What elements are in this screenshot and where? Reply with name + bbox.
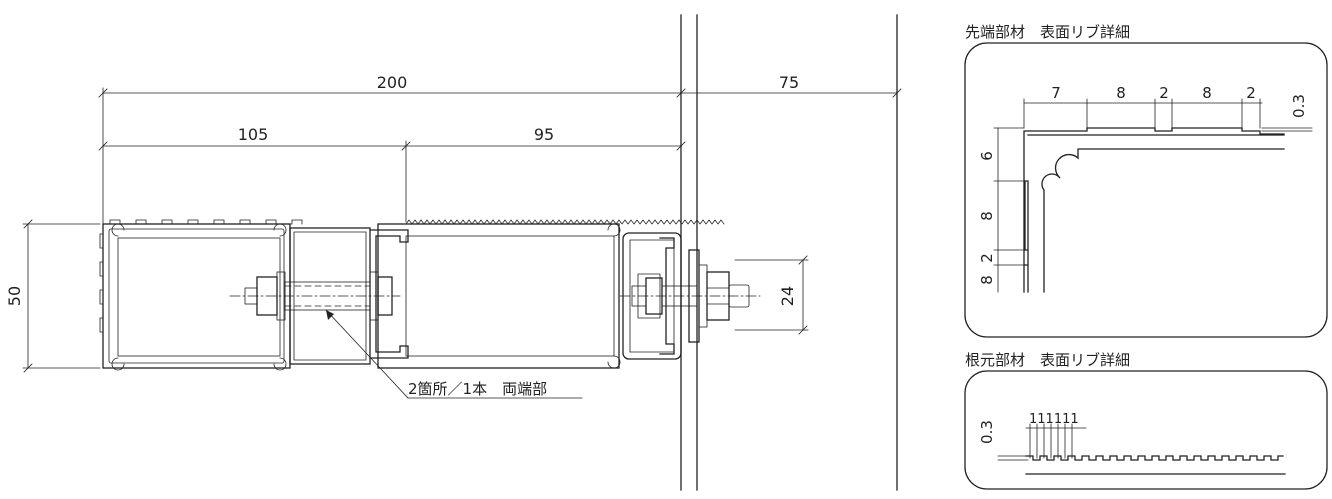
detail-tip-title: 先端部材 表面リブ詳細 xyxy=(965,23,1130,41)
tip-dim-2: 8 xyxy=(1116,84,1126,102)
dim-total: 200 xyxy=(377,73,408,92)
tip-dim-4: 8 xyxy=(1202,84,1212,102)
detail-root: 根元部材 表面リブ詳細 111111 0.3 xyxy=(964,351,1328,490)
detail-tip-frame xyxy=(964,42,1328,338)
root-rib-dims: 111111 xyxy=(1029,412,1079,427)
dim-right: 95 xyxy=(534,125,554,144)
tip-side-dim-4: 8 xyxy=(978,275,996,285)
tip-dim-5: 2 xyxy=(1246,84,1256,102)
root-rib-profile xyxy=(1025,455,1284,461)
detail-root-frame xyxy=(964,370,1328,490)
tip-side-dim-2: 8 xyxy=(978,211,996,221)
root-profile xyxy=(99,219,303,371)
dim-bolt: 24 xyxy=(778,286,797,306)
root-left-dim: 0.3 xyxy=(978,420,996,444)
detail-root-title: 根元部材 表面リブ詳細 xyxy=(965,351,1130,369)
main-section: 200 75 105 95 50 24 xyxy=(5,14,902,491)
anchor-bolt xyxy=(619,249,761,343)
tip-inner-profile xyxy=(1041,148,1285,293)
tip-dim-3: 2 xyxy=(1159,84,1169,102)
tip-side-dim-3: 2 xyxy=(978,253,996,263)
tip-right-dim: 0.3 xyxy=(1290,94,1308,118)
tip-profile xyxy=(377,219,725,369)
detail-tip: 先端部材 表面リブ詳細 7 8 2 8 2 0.3 6 8 2 8 xyxy=(964,23,1328,338)
leader-note: 2箇所／1本 両端部 xyxy=(408,380,547,398)
connector-bolt xyxy=(229,271,401,321)
tip-dim-1: 7 xyxy=(1051,84,1061,102)
tip-outer-profile xyxy=(1023,127,1285,293)
dim-left: 105 xyxy=(238,125,269,144)
leader-line xyxy=(325,309,409,399)
tip-side-dim-1: 6 xyxy=(978,151,996,161)
dim-height: 50 xyxy=(5,286,24,306)
dim-outside: 75 xyxy=(779,73,799,92)
